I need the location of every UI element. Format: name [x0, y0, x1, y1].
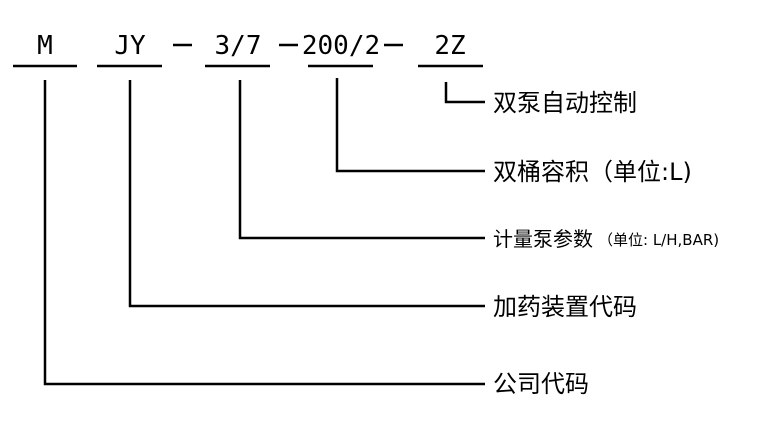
- label-double-tank-volume: 双桶容积（单位:L): [493, 158, 692, 186]
- label-double-pump-auto-control: 双泵自动控制: [493, 89, 637, 117]
- leader-company: [43, 80, 485, 386]
- leader-tank-volume: [335, 78, 485, 173]
- code-tank-volume: 200/2: [302, 31, 380, 61]
- code-device: JY: [114, 31, 146, 61]
- label-metering-pump-params: 计量泵参数: [493, 227, 593, 251]
- leader-pump-params: [238, 80, 485, 240]
- leader-device: [128, 80, 485, 308]
- code-company: M: [37, 31, 53, 61]
- code-auto-control: 2Z: [434, 31, 465, 61]
- label-company-code: 公司代码: [493, 370, 589, 398]
- label-metering-pump-units: （单位: L/H,BAR): [598, 231, 719, 249]
- leader-auto-control: [444, 82, 485, 104]
- label-dosing-device-code: 加药装置代码: [493, 293, 637, 321]
- code-pump-params: 3/7: [215, 31, 262, 61]
